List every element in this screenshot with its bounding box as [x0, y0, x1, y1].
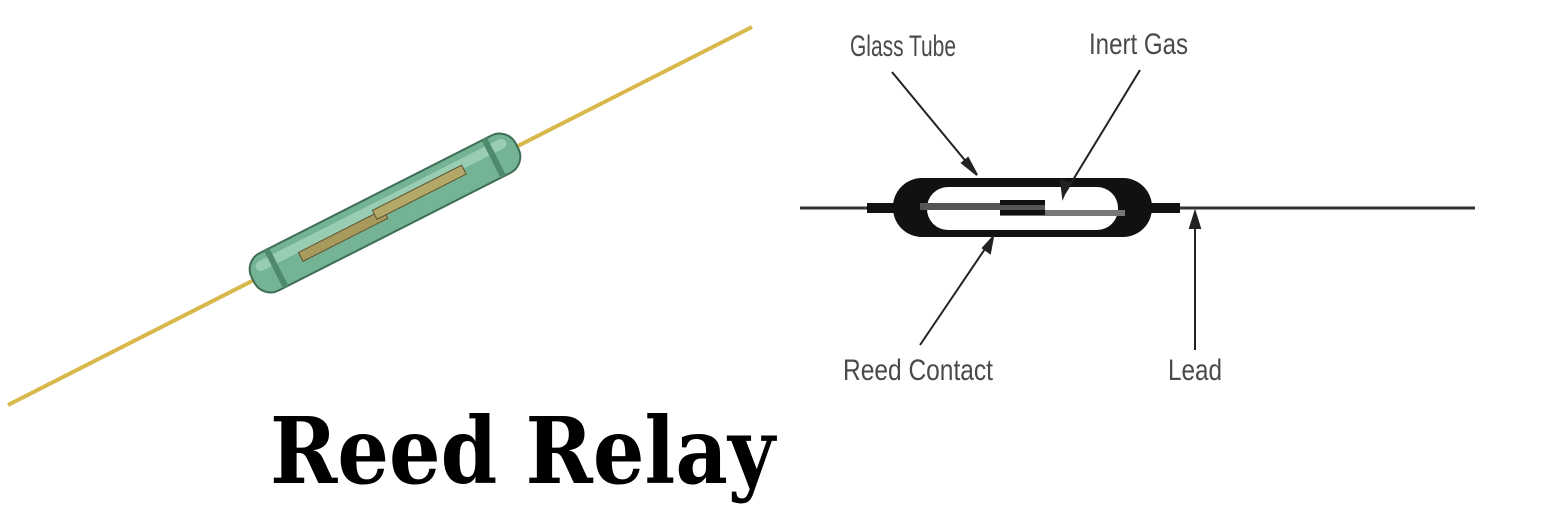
page-title: Reed Relay — [270, 397, 777, 505]
label-lead: Lead — [1168, 354, 1222, 387]
label-inert-gas: Inert Gas — [1089, 28, 1188, 61]
label-reed-contact: Reed Contact — [843, 354, 994, 387]
label-glass-tube: Glass Tube — [850, 30, 956, 63]
reed-left — [920, 203, 1045, 210]
reed-relay-schematic: Glass Tube Inert Gas Reed Contact Lead — [800, 28, 1475, 387]
reed-relay-photo — [7, 25, 753, 407]
reed-right — [1000, 210, 1125, 216]
glass-envelope — [248, 132, 522, 294]
reed-blade-right — [371, 164, 467, 220]
